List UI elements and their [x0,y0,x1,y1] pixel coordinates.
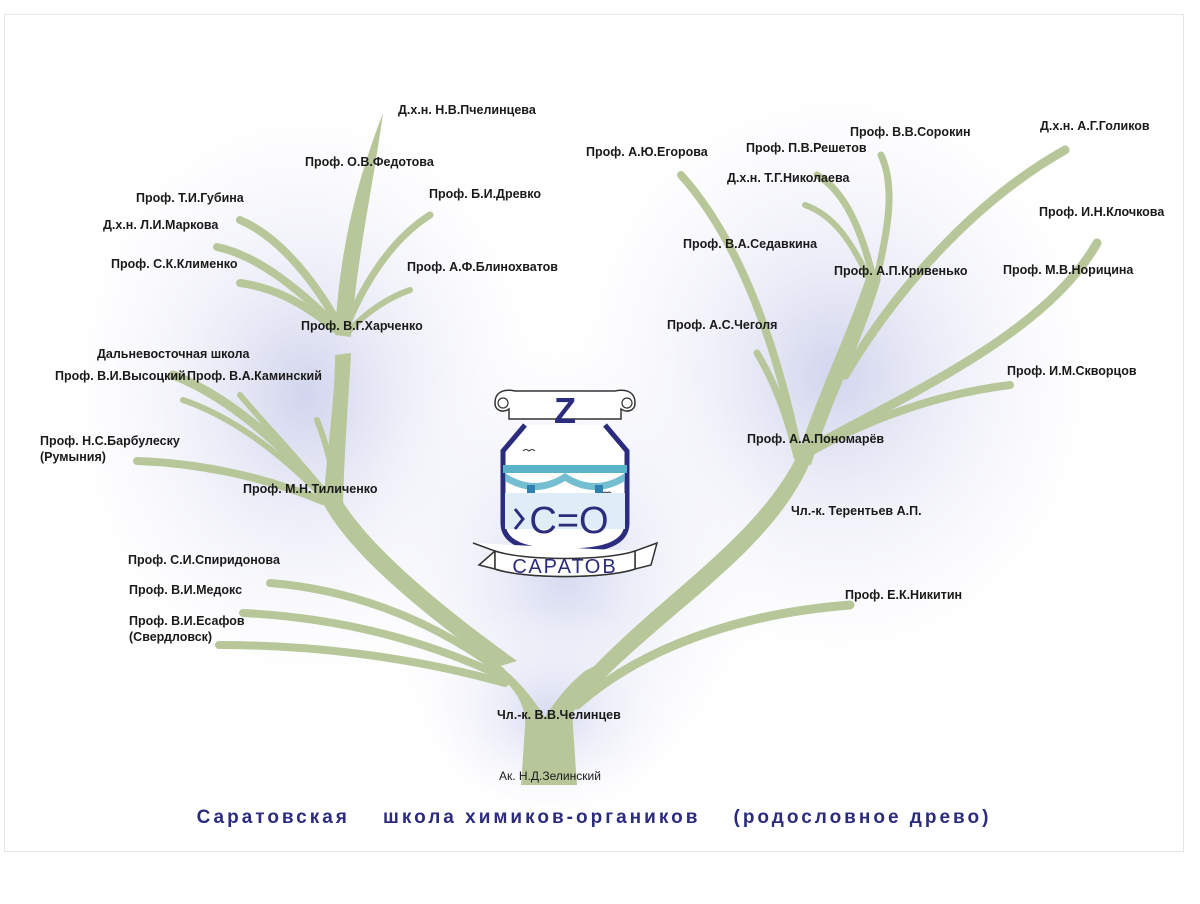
label-chegolya: Проф. А.С.Чеголя [667,318,778,332]
label-golikov: Д.х.н. А.Г.Голиков [1040,119,1150,133]
saratov-logo: Z C=O САРАТОВ [472,389,659,578]
label-klimenko: Проф. С.К.Клименко [111,257,238,271]
branch-kaminsky [237,392,330,498]
label-blinokhvatov: Проф. А.Ф.Блинохватов [407,260,558,274]
genealogy-tree [35,45,1135,835]
branch-medoks [239,609,507,681]
branch-drevko [343,211,434,329]
branch-klochkova [800,238,1102,456]
node-terentiev: Чл.-к. Терентьев А.П. [791,504,922,518]
label-egorova: Проф. А.Ю.Егорова [586,145,708,159]
label-fedotova: Проф. О.В.Федотова [305,155,434,169]
logo-city: САРАТОВ [512,556,617,578]
branch-egorova [677,171,803,459]
node-ponomarev: Проф. А.А.Пономарёв [747,432,885,446]
branch-sorokin [873,151,893,281]
branch-fedotova [340,180,368,328]
right-limb-lower [553,460,809,719]
label-klochkova: Проф. И.Н.Клочкова [1039,205,1165,219]
label-drevko: Проф. Б.И.Древко [429,187,541,201]
branch-nikitin [572,600,855,710]
branch-nikolaeva [802,202,872,282]
label-sedavkina: Проф. В.А.Седавкина [683,237,818,251]
label-kaminsky: Проф. В.А.Каминский [187,369,322,383]
branch-gubina [236,216,343,329]
label-sverdlovsk: (Свердловск) [129,630,213,644]
label-nikitin: Проф. Е.К.Никитин [845,588,963,602]
branch-vysotsky [180,397,326,500]
left-limb-lower [323,499,517,667]
page-title: Саратовская школа химиков-органиков (род… [196,807,992,828]
branch-blinokhvatov [346,287,413,334]
label-gubina: Проф. Т.И.Губина [136,191,244,205]
label-noritsina: Проф. М.В.Норицина [1003,263,1134,277]
label-far-east: Дальневосточная школа [97,347,250,361]
node-trunk: Чл.-к. В.В.Челинцев [497,708,621,722]
branch-chegolya [753,349,801,461]
logo-formula: C=O [529,500,608,542]
label-reshetov: Проф. П.В.Решетов [746,141,867,155]
label-romania: (Румыния) [40,450,106,464]
label-pchelintseva: Д.х.н. Н.В.Пчелинцева [398,103,536,117]
bridge-icon [503,465,627,529]
label-vysotsky: Проф. В.И.Высоцкий [55,369,186,383]
label-skvortsov: Проф. И.М.Скворцов [1007,364,1137,378]
label-barbulesku: Проф. Н.С.Барбулеску [40,434,180,448]
label-nikolaeva: Д.х.н. Т.Г.Николаева [727,171,850,185]
branch-tilichenko-right [314,417,338,500]
label-sorokin: Проф. В.В.Сорокин [850,125,971,139]
branch-esafov [215,641,509,687]
label-esafov: Проф. В.И.Есафов [129,614,245,628]
right-limb-upper [795,275,881,465]
branch-reshetov [813,171,877,281]
node-root: Ак. Н.Д.Зелинский [499,769,601,783]
label-spiridonova: Проф. С.И.Спиридонова [128,553,280,567]
node-tilichenko: Проф. М.Н.Тиличенко [243,482,378,496]
label-medoks: Проф. В.И.Медокс [129,583,243,597]
tree-canvas: Z C=O САРАТОВ Ак. Н.Д.Зелинский Чл.-к. В… [4,14,1184,852]
label-markova: Д.х.н. Л.И.Маркова [103,218,219,232]
formula-bonds [513,508,525,530]
branch-golikov [840,145,1070,380]
node-kharchenko: Проф. В.Г.Харченко [301,319,423,333]
node-krivenko: Проф. А.П.Кривенько [834,264,968,278]
branch-barbulesku [133,457,327,505]
branch-markova [213,243,341,331]
logo-z: Z [554,390,576,431]
scroll-icon [494,389,636,420]
branch-klimenko [236,279,339,333]
branch-spiridonova [266,579,505,675]
